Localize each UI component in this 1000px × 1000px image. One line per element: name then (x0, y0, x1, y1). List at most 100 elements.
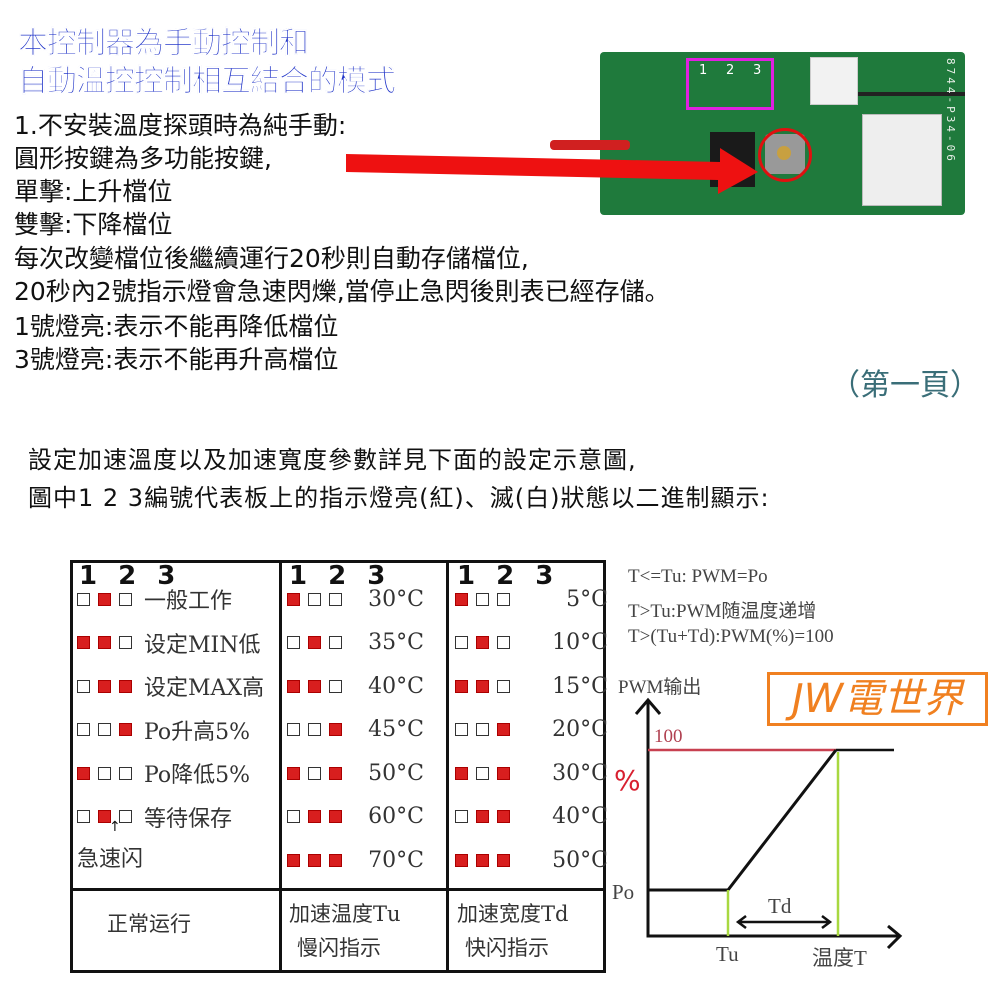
led-off-icon (98, 723, 111, 736)
led-off-icon (119, 766, 132, 780)
led-off-icon (119, 636, 132, 649)
led-on-icon (329, 766, 342, 780)
arrow-up-icon: ↑ (109, 819, 121, 835)
table-row: 等待保存 (77, 805, 232, 832)
led-on-icon (476, 810, 489, 823)
led-on-icon (329, 723, 342, 736)
led-on-icon (476, 679, 489, 693)
td-label: Td (768, 894, 792, 918)
table-row: 设定MAX高 (77, 674, 264, 701)
column-footer: 正常运行 (107, 912, 191, 936)
pcb-silkscreen-text: 8744-P34-06 (944, 58, 957, 164)
table-row: 50°C (287, 761, 424, 786)
led-off-icon (287, 723, 300, 736)
led-off-icon (308, 766, 321, 780)
row-label: 设定MAX高 (144, 676, 265, 701)
led-on-icon (287, 592, 300, 606)
led-off-icon (77, 723, 90, 736)
led-on-icon (287, 766, 300, 780)
led-off-icon (329, 592, 342, 606)
led-label-2: 2 (726, 63, 735, 78)
formula-1: T<=Tu: PWM=Po (628, 566, 768, 587)
row-label: 40°C (368, 673, 424, 699)
instruction-line: 20秒內2號指示燈會急速閃爍,當停止急閃後則表已經存儲。 (14, 277, 670, 306)
title-line-1: 本控制器為手動控制和 (18, 26, 310, 62)
led-off-icon (497, 679, 510, 693)
table-row: 45°C (287, 717, 424, 742)
row-label: Po升高5% (144, 719, 251, 745)
led-on-icon (455, 679, 468, 693)
led-on-icon (119, 679, 132, 693)
sensor-connector (810, 57, 858, 105)
row-label: 5°C (566, 586, 608, 612)
xlabel: 温度T (812, 946, 867, 970)
led-on-icon (308, 636, 321, 649)
table-row: Po降低5% (77, 761, 250, 788)
title-line-2: 自動溫控控制相互結合的模式 (18, 64, 397, 100)
row-label: 45°C (368, 717, 424, 742)
table-row: 15°C (455, 674, 608, 699)
max-label: 100 (654, 726, 683, 747)
led-on-icon (476, 853, 489, 867)
led-on-icon (455, 592, 468, 606)
sensor-wire (858, 92, 965, 96)
led-on-icon (119, 723, 132, 736)
led-off-icon (98, 766, 111, 780)
table-row: 10°C (455, 630, 608, 655)
pwm-curve (648, 749, 838, 892)
led-off-icon (287, 810, 300, 823)
row-label: Po降低5% (144, 763, 251, 788)
led-on-icon (455, 853, 468, 867)
table-row: 5°C (455, 586, 608, 612)
led-number-header: 1 2 3 (289, 561, 392, 591)
led-off-icon (455, 810, 468, 823)
column-footer: 加速宽度Td (457, 902, 569, 926)
po-label: Po (612, 880, 635, 904)
row-label: 70°C (368, 847, 424, 873)
instruction-line: 雙擊:下降檔位 (14, 210, 173, 239)
fan-connector (862, 114, 942, 206)
led-off-icon (476, 723, 489, 736)
led-label-3: 3 (753, 63, 762, 78)
table-row: 50°C (455, 847, 608, 873)
led-on-icon (497, 766, 510, 780)
led-off-icon (308, 723, 321, 736)
row-label: 60°C (368, 804, 424, 829)
column-footer: 快闪指示 (465, 936, 549, 960)
led-on-icon (287, 679, 300, 693)
led-on-icon (455, 766, 468, 780)
table-row: 30°C (455, 761, 608, 786)
settings-text-1: 設定加速溫度以及加速寬度參數詳見下面的設定示意圖, (28, 446, 637, 474)
led-off-icon (329, 636, 342, 649)
led-label-1: 1 (699, 63, 708, 78)
table-row: 30°C (287, 586, 424, 612)
led-number-header: 1 2 3 (457, 561, 560, 591)
table-row: 35°C (287, 630, 424, 655)
led-off-icon (77, 592, 90, 606)
row-label: 等待保存 (144, 806, 233, 832)
row-label: 30°C (368, 586, 424, 612)
table-row: 20°C (455, 717, 608, 742)
instruction-line: 每次改變檔位後繼續運行20秒則自動存儲檔位, (14, 244, 529, 273)
led-off-icon (455, 636, 468, 649)
led-highlight-box: 1 2 3 (686, 58, 774, 110)
red-arrow-icon (346, 148, 758, 194)
tu-label: Tu (716, 942, 739, 966)
table-row: 一般工作 (77, 587, 232, 614)
instruction-line: 圓形按鍵為多功能按鍵, (14, 144, 272, 173)
led-on-icon (497, 810, 510, 823)
led-off-icon (77, 679, 90, 693)
led-on-icon (497, 853, 510, 867)
led-on-icon (98, 810, 111, 823)
led-on-icon (308, 853, 321, 867)
formula-3: T>(Tu+Td):PWM(%)=100 (628, 626, 834, 647)
led-off-icon (119, 592, 132, 606)
button-highlight-circle (758, 128, 812, 182)
row-label: 50°C (552, 847, 608, 873)
flash-note: 急速闪 (77, 847, 144, 872)
led-on-icon (329, 810, 342, 823)
td-arrow (735, 915, 833, 929)
instruction-line: 1.不安裝溫度探頭時為純手動: (14, 111, 347, 140)
page-label: （第一頁） (830, 368, 980, 403)
